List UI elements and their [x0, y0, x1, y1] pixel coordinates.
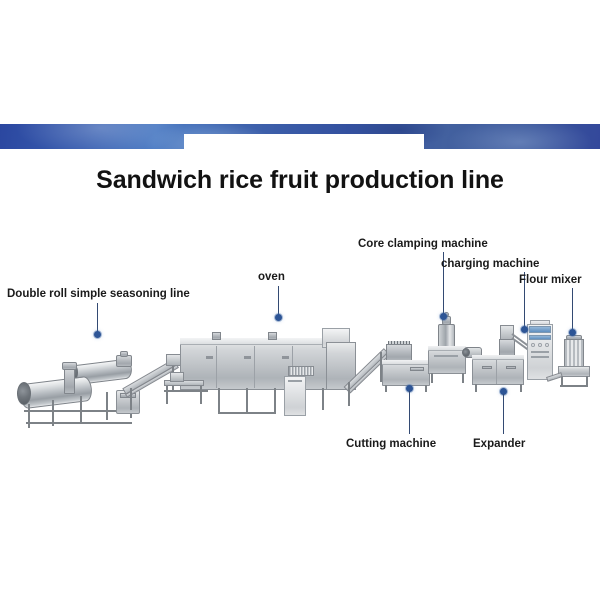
callout-leader-double-roll-simple-seasoning-line [97, 303, 99, 333]
page-title: Sandwich rice fruit production line [96, 166, 504, 194]
callout-marker-cutting-machine [406, 385, 413, 392]
callout-label-expander: Expander [473, 438, 526, 450]
machine-tunnel-oven [164, 328, 356, 418]
machine-flour-mixer [546, 335, 598, 391]
callout-label-core-clamping-machine: Core clamping machine [358, 238, 488, 250]
callout-label-flour-mixer: Flour mixer [519, 274, 582, 286]
callout-marker-core-clamping-machine [440, 313, 447, 320]
callout-leader-core-clamping-machine [443, 252, 445, 315]
machine-incline-conveyor-2 [343, 332, 394, 406]
banner-white-notch [184, 134, 424, 150]
callout-marker-expander [500, 388, 507, 395]
callout-leader-expander [503, 394, 505, 434]
machine-expander [462, 325, 538, 395]
machine-seasoning-drums [17, 351, 140, 430]
callout-label-double-roll-simple-seasoning-line: Double roll simple seasoning line [7, 288, 190, 300]
callout-marker-oven [275, 314, 282, 321]
callout-label-oven: oven [258, 271, 285, 283]
callout-marker-charging-machine [521, 326, 528, 333]
machine-control-cabinet [527, 318, 557, 384]
callout-label-charging-machine: charging machine [441, 258, 540, 270]
callout-marker-double-roll-simple-seasoning-line [94, 331, 101, 338]
callout-marker-flour-mixer [569, 329, 576, 336]
callout-leader-cutting-machine [409, 391, 411, 434]
callout-leader-charging-machine [524, 272, 526, 328]
machine-cutting-machine [380, 340, 436, 396]
callout-label-cutting-machine: Cutting machine [346, 438, 437, 450]
callout-leader-flour-mixer [572, 288, 574, 331]
callout-leader-oven [278, 286, 280, 316]
